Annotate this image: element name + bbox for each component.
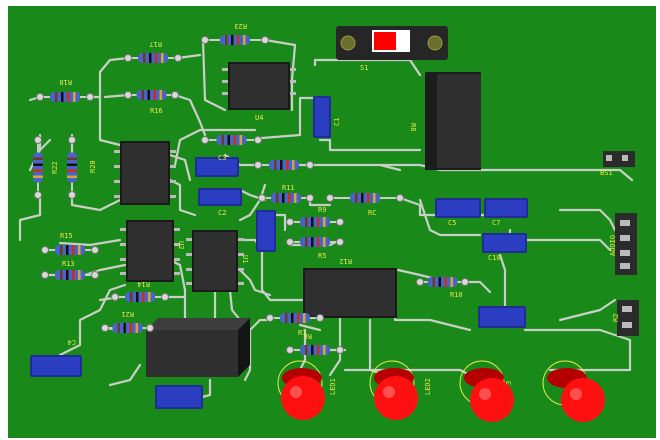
capacitor-c-vertical [256,210,276,252]
label-c5: C5 [448,219,456,227]
resistor-r17 [124,53,182,63]
label-r22: R22 [51,161,59,174]
ic-bottom [146,318,250,377]
capacitor-c9 [478,306,526,328]
resistor-r10 [416,277,469,287]
label-r16: R16 [150,107,163,115]
label-r6: R6 [304,332,312,340]
label-led2: LED2 [424,378,432,395]
ic-center [303,268,397,318]
resistor-r14 [111,292,169,302]
capacitor-c10 [482,233,527,253]
label-c10: C10 [488,254,501,262]
connector-right-lower [617,300,639,336]
capacitor-c3 [195,157,239,177]
label-r13: R13 [62,260,75,268]
connector-audio [615,213,637,275]
label-r12: R12 [339,257,352,265]
resistor-r15 [41,245,99,255]
label-c4: C4 [68,338,76,346]
label-c3: C3 [218,154,226,162]
label-u2: U2 [177,241,185,249]
label-rc: RC [368,209,376,217]
label-r11: R11 [282,184,295,192]
label-r21: R21 [121,310,134,318]
resistor-r23 [201,35,269,45]
resistor-r22 [33,136,43,199]
label-led1: LED1 [329,378,337,395]
capacitor-c-bottom [155,385,203,409]
switch-actuator [374,32,396,50]
capacitor-c7 [484,198,528,218]
label-audio: AUDIO [609,235,617,256]
resistor-r3 [201,135,262,145]
led-1 [277,360,325,420]
label-r10: R10 [450,291,463,299]
ic-u2 [120,220,180,282]
label-r5: R5 [318,252,326,260]
label-r8: R8 [409,123,417,131]
capacitors [30,96,528,409]
label-r20: R20 [89,160,97,173]
led-2 [369,360,418,420]
label-s1: S1 [360,64,368,72]
resistor-r5 [286,237,344,247]
connector-bs1 [603,151,635,167]
led-4 [542,360,605,422]
ic-left-upper [114,141,176,205]
label-r14: R14 [137,280,150,288]
label-r2: R2 [612,314,620,322]
silkscreen-labels: R23 R17 S1 R18 R16 U4 C1 R8 R22 R20 C3 R… [51,22,620,395]
label-r17: R17 [149,40,162,48]
resistor-r9 [286,217,344,227]
resistor-r-top-mid [254,160,314,170]
label-c1: C1 [333,118,341,126]
capacitor-c5 [435,198,481,218]
resistor-r20 [67,136,77,199]
regulator-r8-body [425,72,481,170]
ic-u1 [186,230,244,292]
switch-s1 [336,26,448,60]
label-r18: R18 [59,78,72,86]
label-u4: U4 [255,114,263,122]
resistors [33,35,469,355]
resistor-r16 [124,90,179,100]
resistor-r18 [36,92,94,102]
resistor-r21 [101,323,154,333]
led-3 [459,360,514,422]
label-c2: C2 [218,209,226,217]
resistor-r13 [41,270,99,280]
leds [277,360,605,422]
resistor-r7 [266,313,324,323]
label-r9: R9 [318,206,326,214]
label-led3: 3 [505,381,513,385]
capacitor-c2 [198,188,242,206]
capacitor-c4 [30,355,82,377]
chips [114,62,481,377]
capacitor-c1 [313,96,331,138]
resistor-r11 [258,193,314,203]
label-r15: R15 [60,232,73,240]
label-bs1: BS1 [600,169,613,177]
label-r7: R7 [298,329,306,337]
label-u1: U1 [241,255,249,263]
resistor-rc [326,193,404,203]
label-c7: C7 [492,219,500,227]
resistor-r6 [286,345,344,355]
label-r23: R23 [234,22,247,30]
ic-u4 [222,62,296,110]
